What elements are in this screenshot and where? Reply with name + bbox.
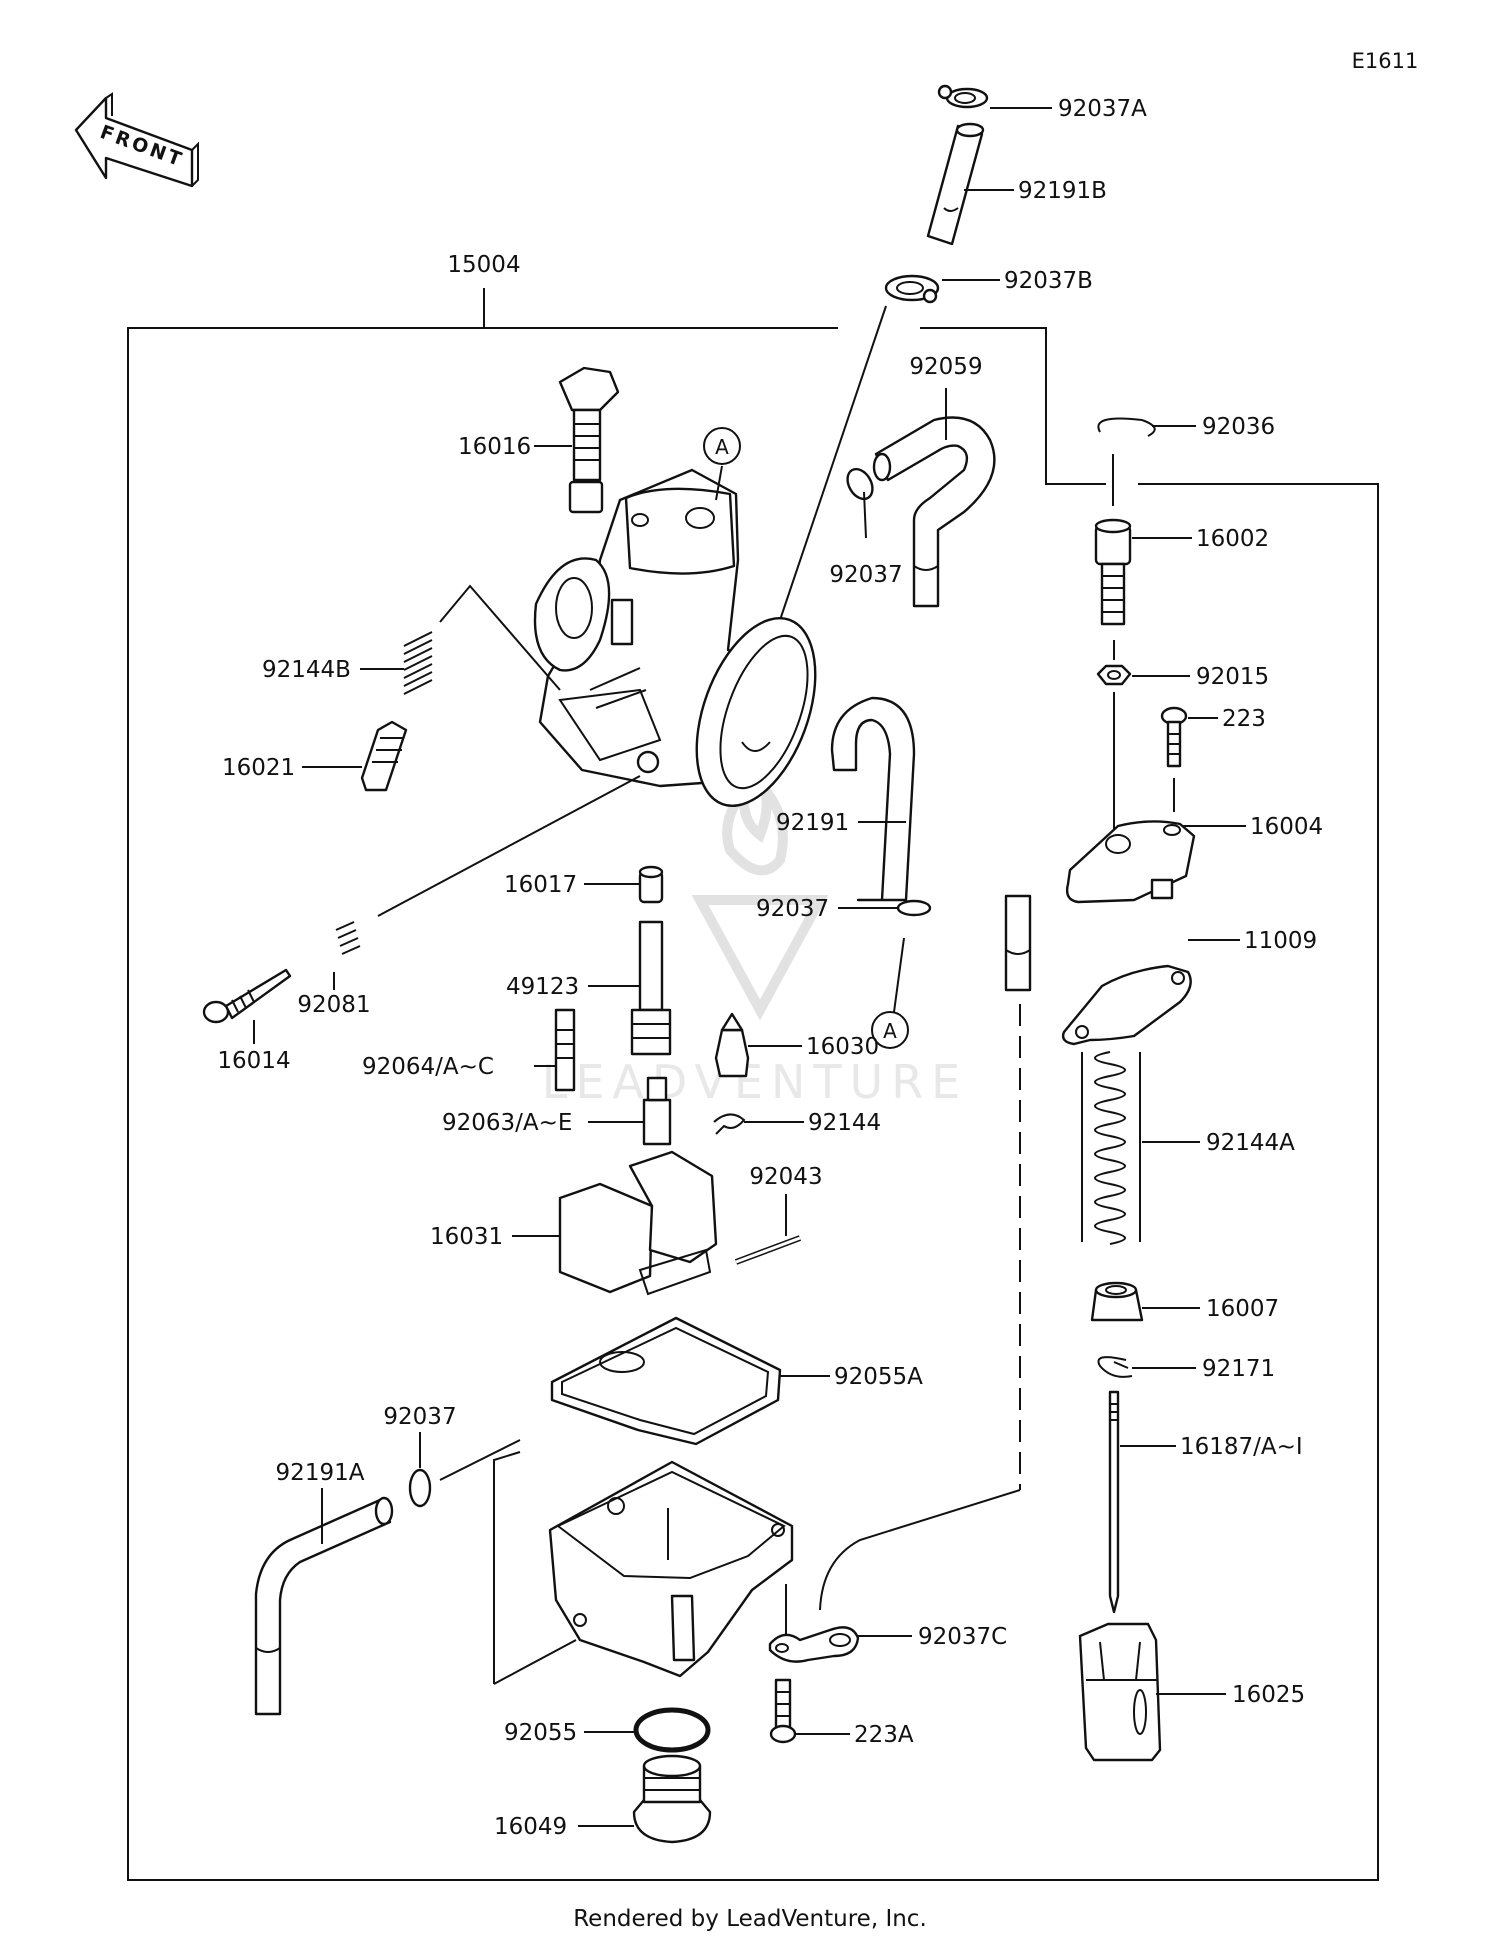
assembly-frame xyxy=(127,288,1379,1881)
part-carburetor-body xyxy=(533,366,817,807)
callout-92037-low: 92037 xyxy=(383,1404,456,1430)
callout-92036: 92036 xyxy=(1202,414,1275,440)
callout-92037b: 92037B xyxy=(1004,268,1093,294)
part-clip-92037-low xyxy=(408,1439,521,1508)
callout-92191: 92191 xyxy=(776,810,849,836)
part-clip-92037-top xyxy=(846,467,874,501)
callout-labels: 92037A 92191B 92037B 15004 92059 92036 1… xyxy=(217,96,1323,1840)
ref-marker-a-top: A xyxy=(703,427,741,501)
watermark-text: LEADVENTURE xyxy=(542,1055,969,1109)
part-needle-16187 xyxy=(1108,1390,1120,1614)
part-tube-92191b xyxy=(926,122,985,246)
svg-text:A: A xyxy=(883,1019,897,1043)
callout-16187: 16187/A~I xyxy=(1180,1434,1303,1460)
part-spring-92144b xyxy=(403,584,561,695)
callout-92063: 92063/A~E xyxy=(442,1110,572,1136)
callout-92064: 92064/A~C xyxy=(362,1054,494,1080)
part-clip-92037b xyxy=(884,274,940,304)
part-screw-223 xyxy=(1160,706,1188,812)
part-circlip-92036 xyxy=(1097,417,1156,437)
callout-92171: 92171 xyxy=(1202,1356,1275,1382)
callout-11009: 11009 xyxy=(1244,928,1317,954)
watermark: LEADVENTURE xyxy=(542,772,969,1109)
callout-16021: 16021 xyxy=(222,755,295,781)
part-float-16031 xyxy=(558,1150,718,1296)
callout-16004: 16004 xyxy=(1250,814,1323,840)
part-clip-92144 xyxy=(713,1113,746,1135)
callout-15004: 15004 xyxy=(447,252,520,278)
part-jet-92064 xyxy=(554,1008,576,1092)
part-spring-92081 xyxy=(335,921,361,955)
callout-92043: 92043 xyxy=(749,1164,822,1190)
callout-16049: 16049 xyxy=(494,1814,567,1840)
part-clip-92037-mid xyxy=(896,899,932,917)
callout-92037c: 92037C xyxy=(918,1624,1007,1650)
part-plate-92037c xyxy=(768,1584,860,1663)
callout-16016: 16016 xyxy=(458,434,531,460)
diagram-code: E1611 xyxy=(1352,49,1419,73)
callout-92144: 92144 xyxy=(808,1110,881,1136)
callout-leaders xyxy=(253,107,1246,1827)
part-adjuster-16002 xyxy=(1094,454,1132,626)
part-jet-16017 xyxy=(638,865,664,904)
part-gasket-92055a xyxy=(550,1316,782,1446)
part-gasket-11009 xyxy=(1061,964,1192,1046)
callout-16017: 16017 xyxy=(504,872,577,898)
callout-223: 223 xyxy=(1222,706,1266,732)
part-clip-92037a xyxy=(937,84,989,109)
ref-marker-a-mid: A xyxy=(871,937,909,1049)
callout-92144b: 92144B xyxy=(262,657,351,683)
part-hose-92191a xyxy=(254,1496,394,1716)
part-plug-16049 xyxy=(632,1754,712,1844)
callout-92055a: 92055A xyxy=(834,1364,923,1390)
callout-16014: 16014 xyxy=(217,1048,290,1074)
front-arrow-icon: FRONT xyxy=(74,92,199,188)
callout-92037-mid: 92037 xyxy=(756,896,829,922)
part-nut-92015 xyxy=(1096,640,1132,830)
part-screw-16021 xyxy=(360,720,408,792)
part-screw-16014 xyxy=(202,968,292,1024)
callout-92037-top: 92037 xyxy=(829,562,902,588)
callout-16002: 16002 xyxy=(1196,526,1269,552)
part-valve-16025 xyxy=(1078,1622,1162,1762)
callout-92055: 92055 xyxy=(504,1720,577,1746)
part-float-bowl xyxy=(493,1451,794,1685)
part-cap-16004 xyxy=(1065,820,1196,904)
part-screw-223a xyxy=(769,1678,797,1744)
callout-92191a: 92191A xyxy=(276,1460,365,1486)
callout-16030: 16030 xyxy=(806,1034,879,1060)
callout-92059: 92059 xyxy=(909,354,982,380)
part-hose-92059 xyxy=(872,416,996,608)
callout-92081: 92081 xyxy=(297,992,370,1018)
leader-line xyxy=(779,305,887,621)
callout-49123: 49123 xyxy=(506,974,579,1000)
callout-92037a: 92037A xyxy=(1058,96,1147,122)
part-clip-92171 xyxy=(1097,1356,1133,1378)
callout-16007: 16007 xyxy=(1206,1296,1279,1322)
leader-line xyxy=(377,775,641,917)
callout-92015: 92015 xyxy=(1196,664,1269,690)
part-hose-92191 xyxy=(819,696,1032,1611)
part-retainer-16007 xyxy=(1090,1281,1144,1322)
callout-92144a: 92144A xyxy=(1206,1130,1295,1156)
part-float-valve-16030 xyxy=(714,1012,750,1078)
callout-223a: 223A xyxy=(854,1722,914,1748)
part-spring-92144a xyxy=(1081,1051,1141,1245)
part-jet-92063 xyxy=(642,1076,672,1146)
callout-16025: 16025 xyxy=(1232,1682,1305,1708)
part-needle-jet-49123 xyxy=(630,920,672,1056)
svg-text:A: A xyxy=(715,435,729,459)
callout-92191b: 92191B xyxy=(1018,178,1107,204)
callout-16031: 16031 xyxy=(430,1224,503,1250)
part-oring-92055 xyxy=(633,1707,711,1753)
footer-credit: Rendered by LeadVenture, Inc. xyxy=(573,1906,927,1932)
